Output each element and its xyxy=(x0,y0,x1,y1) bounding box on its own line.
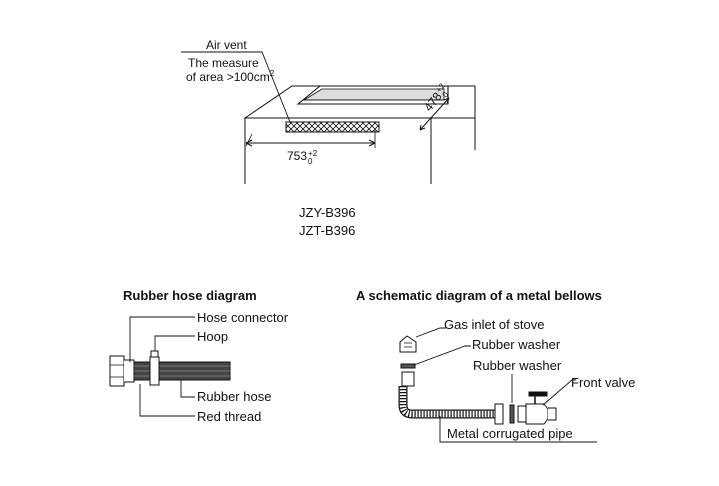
rubber-washer-label-2: Rubber washer xyxy=(473,358,562,373)
front-valve-handle xyxy=(528,391,548,397)
metal-corrugated-pipe xyxy=(398,386,495,419)
gas-inlet-label: Gas inlet of stove xyxy=(444,317,545,332)
depth-dimension-line xyxy=(419,97,450,131)
model-number-1: JZY-B396 xyxy=(299,205,356,220)
rubber-washer-top xyxy=(400,363,416,369)
air-vent-label: Air vent xyxy=(206,38,247,52)
stove-opening-inner xyxy=(302,88,445,101)
metal-bellows-title: A schematic diagram of a metal bellows xyxy=(356,288,602,303)
air-vent-leader xyxy=(181,51,291,123)
hoop-label: Hoop xyxy=(197,329,229,344)
hose-connector-nut xyxy=(109,355,125,387)
front-valve-body xyxy=(525,403,549,425)
rubber-hose-drawing xyxy=(109,316,231,417)
front-valve-inlet xyxy=(517,405,527,423)
model-number-2: JZT-B396 xyxy=(299,223,356,238)
cabinet-side-edge xyxy=(431,117,476,150)
air-vent-grille xyxy=(285,121,380,133)
measure-label-line2: of area >100cm2 xyxy=(186,69,275,84)
rubber-washer-label-1: Rubber washer xyxy=(472,337,561,352)
metal-bellows-drawing xyxy=(398,327,597,443)
red-thread-label: Red thread xyxy=(197,409,262,424)
front-valve-label: Front valve xyxy=(571,375,636,390)
hose-connector-label: Hose connector xyxy=(197,310,289,325)
rubber-hose-title: Rubber hose diagram xyxy=(123,288,257,303)
measure-label-line1: The measure xyxy=(188,56,259,70)
hoop-clamp xyxy=(149,356,160,386)
rubber-washer-valve xyxy=(509,404,515,424)
pipe-end-nut xyxy=(494,403,504,425)
countertop-cutout xyxy=(181,51,476,184)
corrugated-pipe-label: Metal corrugated pipe xyxy=(447,426,573,441)
gas-inlet-fitting xyxy=(399,335,417,353)
rubber-hose-label: Rubber hose xyxy=(197,389,272,404)
